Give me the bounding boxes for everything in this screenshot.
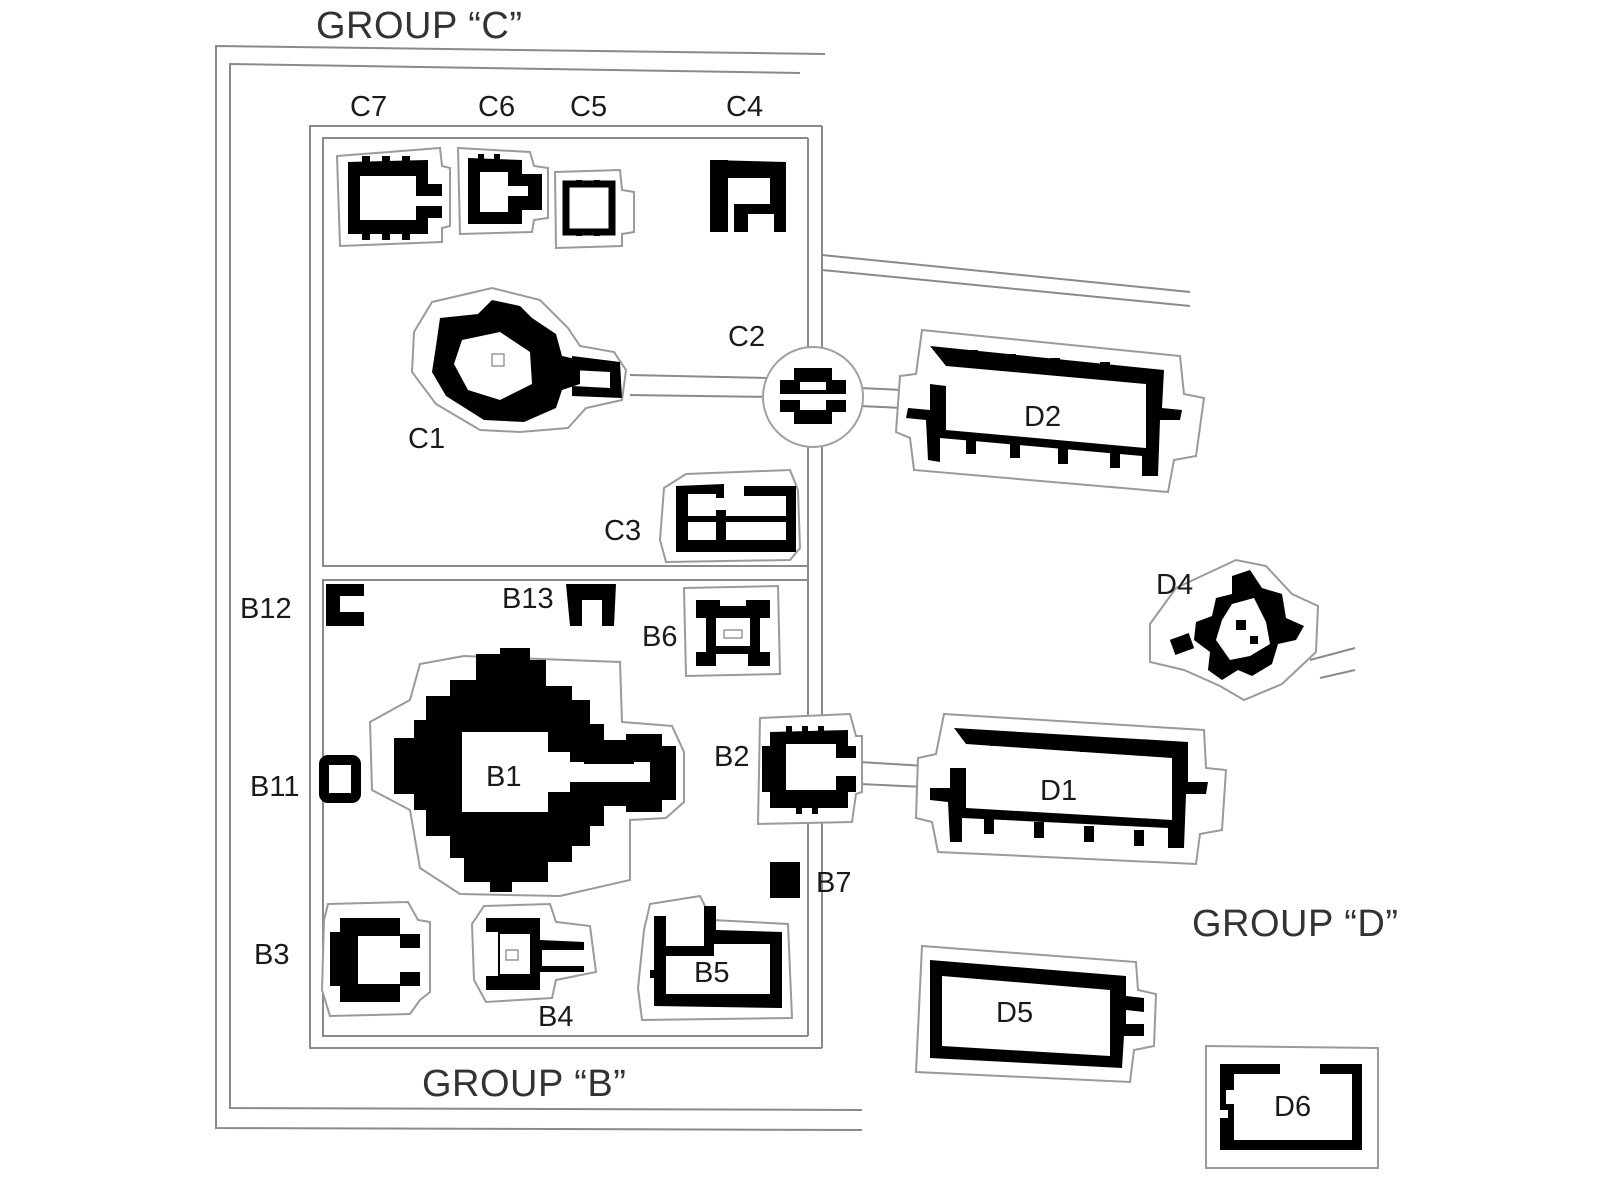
label-c4: C4 xyxy=(726,91,763,123)
group-b-label: GROUP “B” xyxy=(422,1063,626,1105)
temple-b5 xyxy=(636,894,794,1022)
temple-c3 xyxy=(658,468,802,564)
temple-c1 xyxy=(410,286,628,434)
temple-b6 xyxy=(682,584,782,678)
label-b5: B5 xyxy=(694,957,729,989)
label-b12: B12 xyxy=(240,593,292,625)
label-b1: B1 xyxy=(486,761,521,793)
label-d4: D4 xyxy=(1156,569,1193,601)
label-c5: C5 xyxy=(570,91,607,123)
label-d5: D5 xyxy=(996,997,1033,1029)
temple-b12 xyxy=(326,584,364,626)
temple-d6 xyxy=(1205,1044,1379,1169)
label-c3: C3 xyxy=(604,515,641,547)
temple-b3 xyxy=(320,900,431,1018)
group-c-label: GROUP “C” xyxy=(316,5,522,47)
label-b6: B6 xyxy=(642,621,677,653)
temple-d1 xyxy=(914,712,1228,866)
temple-d4 xyxy=(1149,558,1320,702)
label-c6: C6 xyxy=(478,91,515,123)
label-b3: B3 xyxy=(254,939,289,971)
temple-d2 xyxy=(894,328,1206,494)
label-b7: B7 xyxy=(816,867,851,899)
label-c1: C1 xyxy=(408,423,445,455)
label-b2: B2 xyxy=(714,741,749,773)
label-d1: D1 xyxy=(1040,775,1077,807)
temple-b11 xyxy=(319,755,361,803)
label-b11: B11 xyxy=(250,771,299,803)
boundary-walls xyxy=(215,44,1356,1131)
temple-b13 xyxy=(566,584,616,626)
temple-b2 xyxy=(756,712,863,826)
temple-c2 xyxy=(762,346,864,448)
temple-c5 xyxy=(553,168,635,250)
label-c2: C2 xyxy=(728,321,765,353)
label-b4: B4 xyxy=(538,1001,573,1033)
label-c7: C7 xyxy=(350,91,387,123)
temple-c4 xyxy=(710,160,786,232)
temple-c6 xyxy=(456,146,549,236)
label-b13: B13 xyxy=(502,583,554,615)
temple-b4 xyxy=(470,902,598,1004)
temple-b1 xyxy=(368,648,685,898)
temple-d5 xyxy=(914,944,1158,1084)
group-d-label: GROUP “D” xyxy=(1192,903,1398,945)
label-d2: D2 xyxy=(1024,401,1061,433)
temple-b7 xyxy=(770,862,800,898)
label-d6: D6 xyxy=(1274,1091,1311,1123)
temple-c7 xyxy=(335,146,451,248)
